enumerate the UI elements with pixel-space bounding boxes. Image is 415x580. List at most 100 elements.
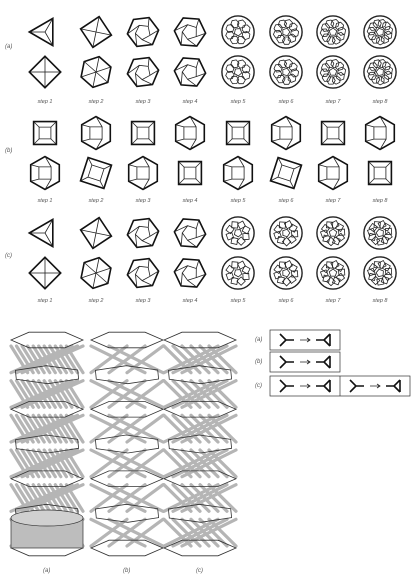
- frame-edge: [149, 122, 154, 127]
- polyhedron: [227, 122, 250, 145]
- frame-outer: [129, 157, 158, 190]
- frame-edge: [132, 139, 137, 144]
- tower-1: (b): [91, 332, 163, 574]
- polyhedron-face: [135, 65, 150, 79]
- panel-label: (b): [5, 148, 12, 154]
- step-label: step 2: [89, 298, 104, 304]
- step-label: step 5: [231, 99, 247, 105]
- frame-outer: [82, 117, 111, 150]
- polyhedron-edge: [142, 241, 152, 246]
- step-label: step 7: [326, 298, 342, 304]
- polyhedron-edge: [81, 273, 96, 278]
- polyhedron: [81, 258, 111, 289]
- cell: [331, 60, 339, 68]
- polyhedron: [132, 122, 155, 145]
- polyhedron: [174, 58, 205, 86]
- cell: [234, 230, 241, 237]
- step-label: step 6: [279, 99, 295, 105]
- cell: [283, 68, 290, 76]
- polyhedron-edge: [148, 259, 149, 268]
- frame-inner: [278, 165, 294, 181]
- cell: [329, 28, 337, 35]
- polyhedron: [317, 217, 349, 249]
- frame-edge: [129, 165, 137, 167]
- frame-edge: [82, 125, 90, 127]
- polyhedron-outline: [174, 259, 205, 287]
- frame-edge: [319, 179, 327, 181]
- polyhedron-outline: [127, 259, 158, 288]
- tower-label: (a): [43, 568, 50, 574]
- polyhedron: [272, 116, 301, 149]
- polyhedron: [319, 156, 348, 189]
- polyhedron-edge: [81, 72, 96, 77]
- frame-edge: [272, 125, 280, 127]
- frame-edge: [31, 165, 39, 167]
- polyhedron-edge: [181, 233, 182, 246]
- frame-edge: [51, 122, 56, 127]
- polyhedron: [29, 219, 53, 246]
- frame-edge: [132, 122, 137, 127]
- polyhedron: [364, 56, 396, 88]
- cell: [376, 269, 383, 276]
- polyhedron: [127, 18, 158, 47]
- polyhedron-face: [135, 226, 150, 240]
- cell: [232, 262, 238, 268]
- polyhedron-face: [182, 226, 196, 241]
- tower-label: (c): [196, 568, 203, 574]
- frame-edge: [369, 162, 374, 167]
- cell: [377, 238, 384, 245]
- step-label: step 4: [183, 99, 198, 105]
- cell: [384, 232, 392, 240]
- cell: [376, 28, 383, 35]
- frame-outer: [272, 117, 301, 150]
- frame-edge: [227, 139, 232, 144]
- cell: [238, 261, 246, 269]
- cell: [336, 233, 344, 241]
- cell: [367, 27, 375, 35]
- frame-inner: [39, 127, 51, 139]
- legend-item-1: (b): [255, 352, 340, 372]
- polyhedron: [222, 217, 254, 249]
- cell: [367, 67, 375, 75]
- frame-inner: [137, 167, 149, 179]
- frame-inner: [232, 167, 244, 179]
- polyhedron: [364, 16, 396, 48]
- cell: [376, 68, 383, 75]
- legend-item-0: (a): [255, 330, 340, 350]
- frame-edge: [179, 162, 184, 167]
- panel-0: (a)step 1step 2step 3step 4step 5step 6s…: [5, 16, 396, 105]
- polyhedron: [366, 116, 395, 149]
- frame-edge: [82, 139, 90, 141]
- polyhedron-edge: [196, 59, 199, 67]
- polyhedron-edge: [148, 58, 149, 67]
- cell: [320, 69, 328, 77]
- step-label: step 1: [38, 99, 53, 105]
- polyhedron: [81, 17, 112, 48]
- cell: [234, 29, 241, 36]
- cell: [376, 229, 383, 236]
- polyhedron-edge: [84, 62, 96, 72]
- panel-2: (c)step 1step 2step 3step 4step 5step 6s…: [5, 217, 396, 304]
- frame-edge: [51, 139, 56, 144]
- polyhedron-edge: [148, 219, 149, 228]
- polyhedron-edge: [93, 273, 96, 288]
- cell: [338, 67, 346, 75]
- cell: [336, 22, 344, 30]
- cell: [232, 222, 238, 228]
- frame-edge: [176, 139, 184, 141]
- step-label: step 4: [183, 298, 198, 304]
- legend-label: (b): [255, 359, 262, 365]
- step-label: step 1: [38, 198, 53, 204]
- frame-outer: [81, 158, 112, 189]
- polyhedron: [81, 57, 111, 88]
- polyhedron: [81, 158, 112, 189]
- polyhedron-outline: [174, 219, 205, 247]
- polyhedron-edge: [96, 72, 108, 82]
- cell: [283, 28, 290, 36]
- polyhedron-face: [182, 266, 196, 281]
- frame-edge: [244, 122, 249, 127]
- frame-edge: [31, 179, 39, 181]
- polyhedron: [34, 122, 57, 145]
- polyhedra-grid: (a)step 1step 2step 3step 4step 5step 6s…: [5, 16, 396, 304]
- frame-edge: [149, 139, 154, 144]
